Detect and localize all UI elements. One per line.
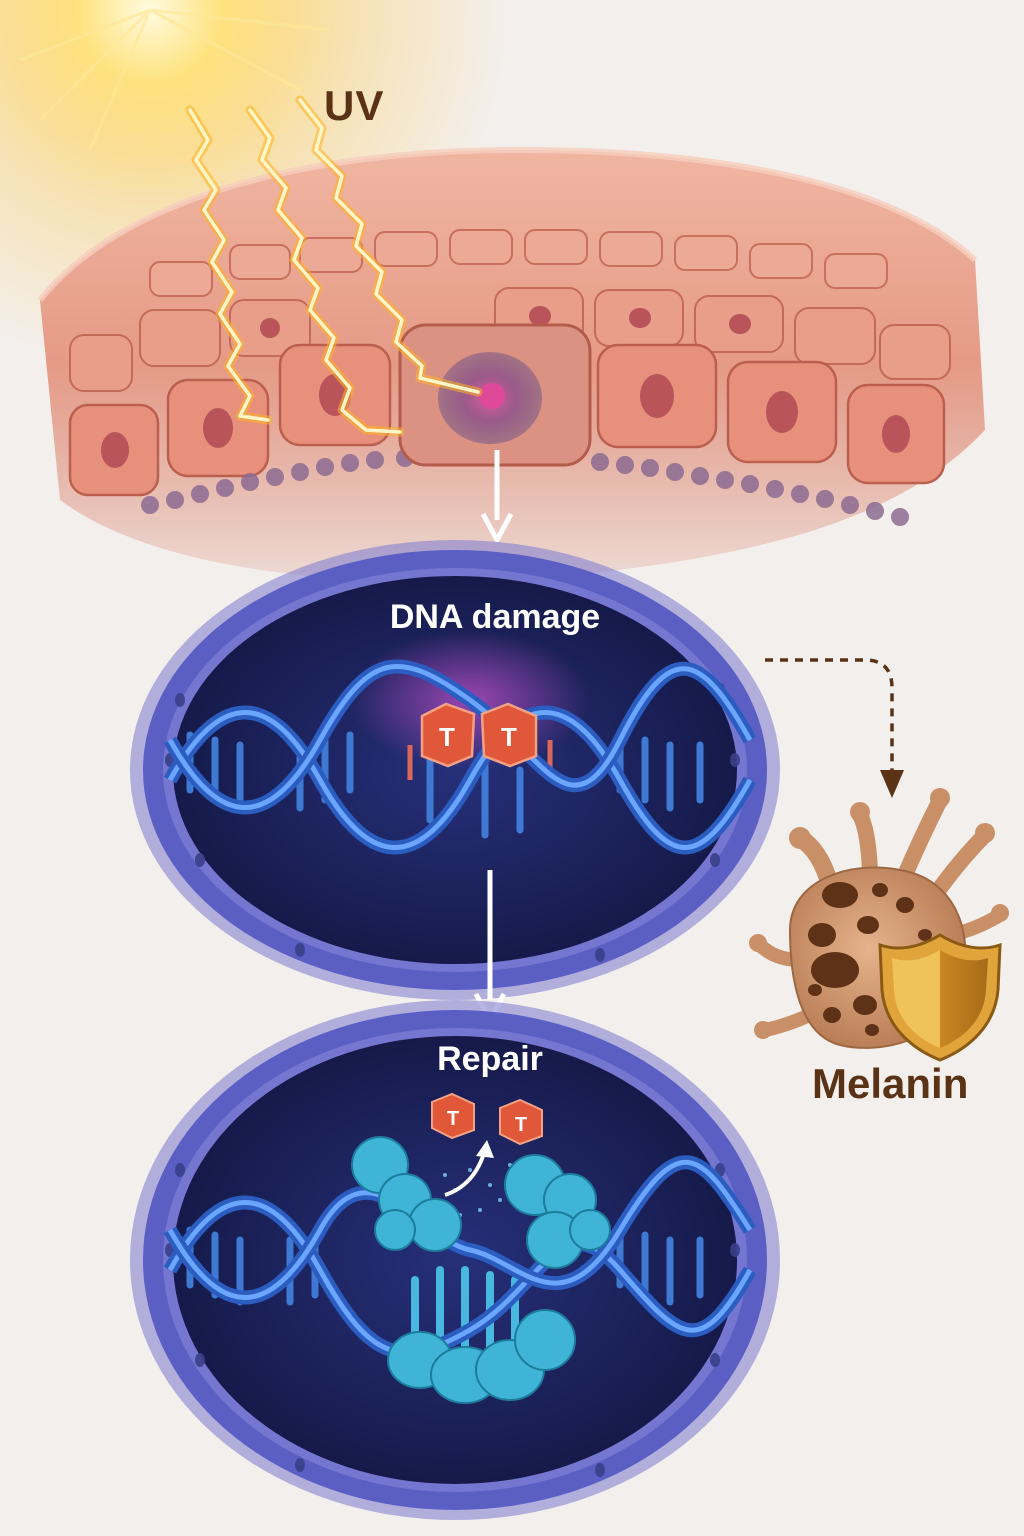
dna-helix-damaged [163, 659, 757, 855]
repair-enzyme-right [504, 1154, 611, 1269]
uv-target-cell [398, 323, 592, 467]
melanin-label: Melanin [812, 1060, 969, 1107]
dashed-arrow-to-melanin [765, 658, 904, 798]
dna-helix-repaired [163, 1155, 757, 1360]
uv-label: UV [324, 82, 385, 129]
dimer-base-1: T [439, 722, 455, 752]
nucleus-dna-damage: T T [130, 540, 780, 1000]
repair-enzyme-bottom [387, 1309, 576, 1404]
repair-enzyme-left [351, 1136, 462, 1252]
uv-rays [185, 95, 483, 437]
excised-base-1: T [447, 1108, 459, 1130]
thymine-dimer: T T [420, 702, 538, 768]
excised-base-2: T [515, 1114, 527, 1136]
nucleus-repair: T T [130, 1000, 780, 1520]
shield-icon [878, 933, 1002, 1062]
excised-dimer: T T [431, 1092, 543, 1146]
dimer-base-2: T [501, 722, 517, 752]
arrow-to-dna-damage [480, 450, 514, 543]
excision-arrowhead [476, 1140, 494, 1158]
dna-damage-label: DNA damage [389, 598, 601, 636]
repair-label: Repair [437, 1040, 543, 1078]
